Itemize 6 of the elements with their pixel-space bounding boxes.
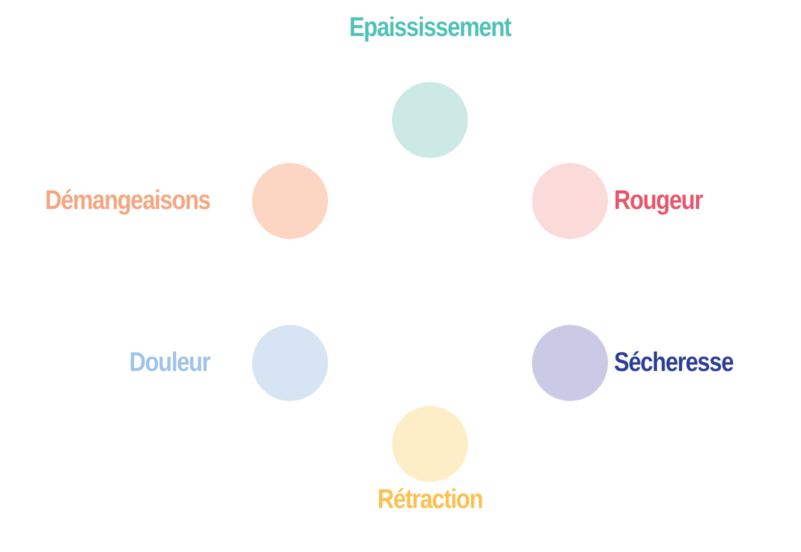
symptom-label: Rétraction — [378, 484, 482, 515]
symptom-label: Rougeur — [614, 185, 702, 216]
symptom-label: Douleur — [129, 347, 210, 378]
symptom-label: Epaississement — [349, 12, 511, 43]
symptom-label: Sécheresse — [614, 347, 734, 378]
symptom-label: Démangeaisons — [45, 185, 210, 216]
